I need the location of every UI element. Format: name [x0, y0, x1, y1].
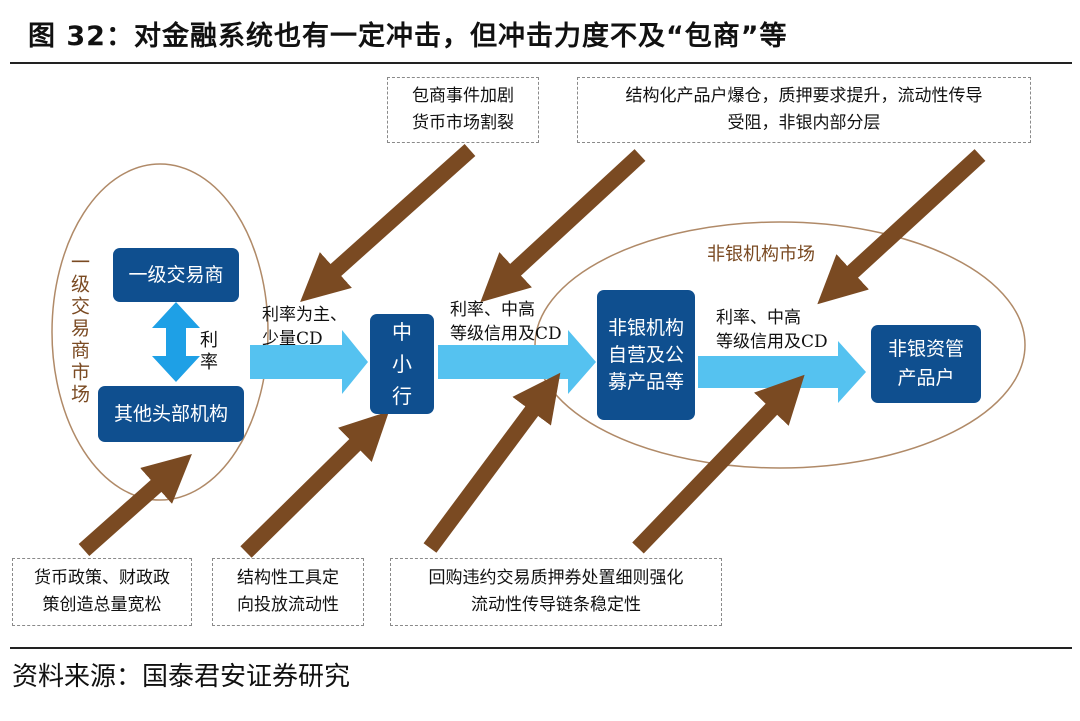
note-top-left: 包商事件加剧货币市场割裂 — [387, 77, 539, 143]
note-bottom-mid: 结构性工具定向投放流动性 — [212, 558, 364, 626]
impact-arrow-top-mid — [480, 149, 646, 303]
label-flow-3: 利率、中高等级信用及CD — [716, 308, 828, 352]
node-primary-dealer: 一级交易商 — [113, 248, 239, 302]
note-bottom-right: 回购违约交易质押券处置细则强化流动性传导链条稳定性 — [390, 558, 722, 626]
top-rule — [10, 62, 1072, 64]
impact-arrow-top-right — [817, 149, 986, 305]
double-arrow — [152, 302, 200, 382]
label-flow-2: 利率、中高等级信用及CD — [450, 300, 562, 344]
impact-arrow-bottom-mid — [240, 411, 390, 558]
page-title: 图 32：对金融系统也有一定冲击，但冲击力度不及“包商”等 — [28, 21, 788, 52]
impact-arrow-bottom-right-a — [423, 372, 561, 553]
bottom-rule — [10, 647, 1072, 649]
node-nonbank-asset-management: 非银资管产品户 — [871, 325, 981, 403]
node-small-banks: 中小行 — [370, 314, 434, 414]
note-top-right: 结构化产品户爆仓，质押要求提升，流动性传导受阻，非银内部分层 — [577, 77, 1031, 143]
note-bottom-left: 货币政策、财政政策创造总量宽松 — [12, 558, 192, 626]
label-rate-vertical: 利率 — [200, 330, 218, 373]
node-nonbank-self-and-funds: 非银机构自营及公募产品等 — [597, 290, 695, 420]
source-note: 资料来源：国泰君安证券研究 — [12, 662, 351, 692]
node-other-head-institutions: 其他头部机构 — [98, 386, 244, 442]
primary-market-label: 一级交易商市场 — [68, 252, 90, 406]
impact-arrow-bottom-right-b — [632, 374, 805, 554]
flow-arrow-1 — [250, 330, 368, 394]
impact-arrow-top-left — [300, 144, 476, 303]
label-flow-1: 利率为主、少量CD — [262, 305, 347, 349]
flow-arrow-3 — [698, 341, 866, 403]
impact-arrow-bottom-left — [78, 454, 192, 556]
nonbank-market-label: 非银机构市场 — [707, 244, 815, 265]
